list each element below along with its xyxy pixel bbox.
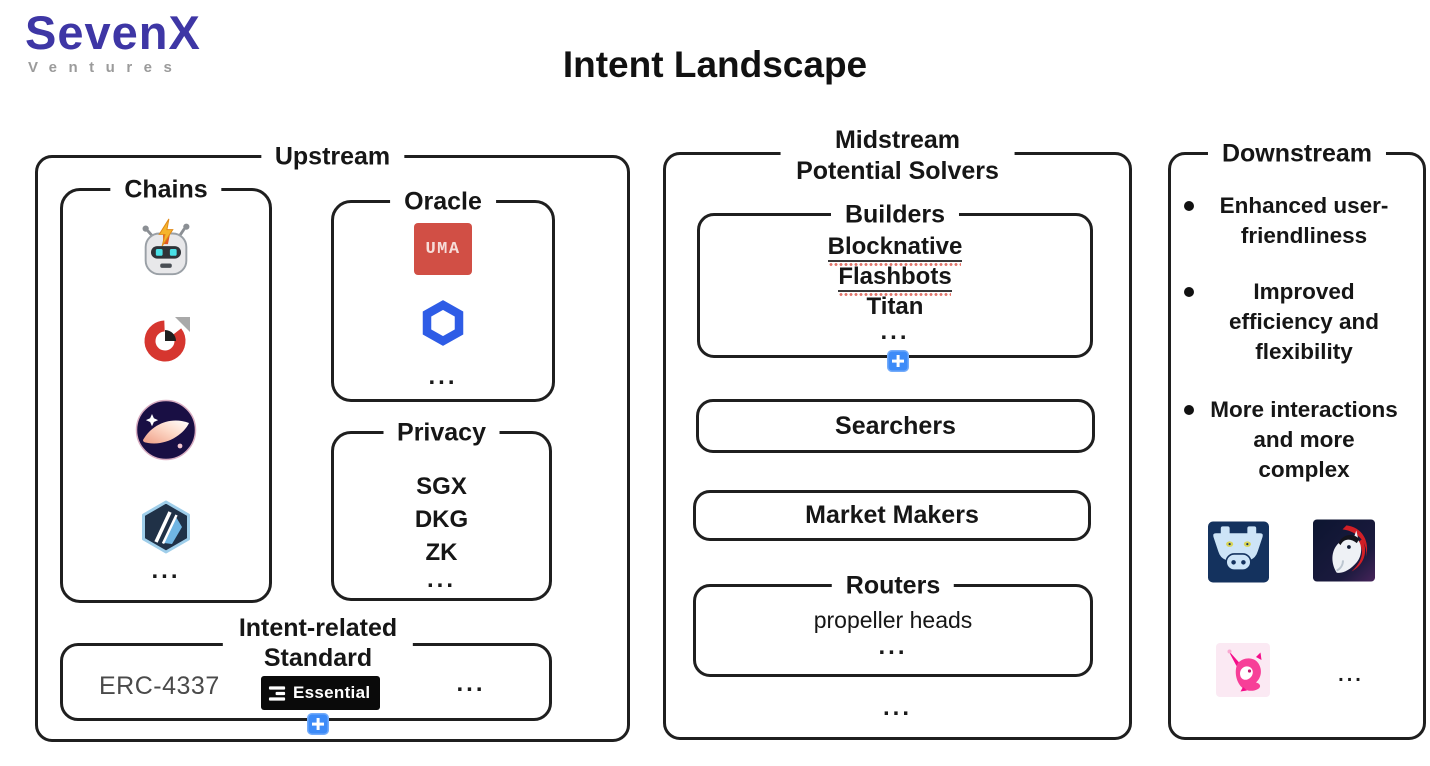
chains-icon-list: ... [63, 217, 269, 584]
bullet-line: efficiency and [1228, 309, 1380, 334]
builders-group: Builders Blocknative Flashbots Titan ... [697, 199, 1093, 372]
routers-item-propeller-heads: propeller heads [813, 607, 973, 633]
downstream-section: Downstream Enhanced user- friendliness I… [1168, 138, 1426, 740]
market-makers-label: Market Makers [805, 501, 979, 529]
uniswap-logo [1216, 643, 1270, 697]
essential-logo-text: Essential [293, 683, 371, 702]
chains-label: Chains [110, 174, 222, 205]
ellipsis: ... [882, 694, 912, 721]
uma-logo-text: UMA [425, 239, 461, 259]
bullet-line: flexibility [1255, 339, 1353, 364]
midstream-label: Midstream Potential Solvers [780, 125, 1015, 187]
standard-label-line2: Standard [263, 644, 373, 672]
searchers-label: Searchers [835, 411, 956, 440]
privacy-item-list: SGX DKG ZK ... [334, 470, 549, 593]
sevenx-logo: SevenX Ventures [25, 6, 201, 77]
builders-item-list: Blocknative Flashbots Titan ... [700, 232, 1090, 345]
bullet-line: friendliness [1240, 223, 1368, 248]
donut-chart-icon [138, 310, 194, 366]
ellipsis: ... [151, 557, 181, 584]
market-makers-box: Market Makers [693, 490, 1091, 541]
ellipsis: ... [880, 318, 910, 345]
chainlink-logo [420, 300, 466, 346]
essential-logo: Essential [261, 676, 381, 710]
uma-logo: UMA [414, 223, 472, 275]
ellipsis: ... [426, 566, 456, 593]
downstream-bullet: Enhanced user- friendliness [1184, 191, 1414, 251]
bullet-line: complex [1258, 457, 1350, 482]
bullet-text: More interactions and more complex [1194, 395, 1414, 485]
oracle-icon-list: UMA ... [334, 223, 552, 390]
ellipsis: ... [456, 670, 486, 697]
midstream-section: Midstream Potential Solvers Builders Blo… [663, 125, 1132, 740]
bullet-line: Improved [1253, 279, 1355, 304]
privacy-group: Privacy SGX DKG ZK ... [331, 417, 552, 601]
downstream-bullet: More interactions and more complex [1184, 395, 1414, 485]
bullet-dot-icon [1184, 405, 1194, 415]
robot-icon [135, 217, 197, 279]
midstream-label-line2: Potential Solvers [796, 157, 999, 185]
bullet-text: Improved efficiency and flexibility [1194, 277, 1414, 367]
bullet-line: and more [1253, 427, 1355, 452]
bullet-text: Enhanced user- friendliness [1194, 191, 1414, 251]
builders-item-blocknative-link[interactable]: Blocknative [827, 233, 963, 262]
logo-wordmark: SevenX [25, 6, 201, 59]
ellipsis: ... [1338, 664, 1364, 686]
routers-item-list: propeller heads ... [696, 606, 1090, 660]
standard-group: ERC-4337 Essential ... [60, 643, 552, 735]
page-title: Intent Landscape [562, 44, 868, 85]
arbitrum-icon [138, 499, 194, 555]
builders-item-titan: Titan [866, 293, 924, 320]
logo-subtitle: Ventures [28, 59, 184, 76]
bullet-line: More interactions [1210, 397, 1398, 422]
routers-group: Routers propeller heads ... [693, 570, 1093, 677]
essential-bars-icon [268, 684, 287, 703]
upstream-label: Upstream [260, 141, 405, 172]
erc-4337-item: ERC-4337 [99, 672, 220, 700]
bullet-dot-icon [1184, 201, 1194, 211]
comet-icon [135, 399, 197, 461]
ellipsis: ... [428, 363, 458, 390]
builders-item-flashbots-link[interactable]: Flashbots [838, 263, 952, 292]
add-plus-button[interactable] [887, 350, 909, 372]
cowswap-logo [1208, 521, 1269, 583]
bullet-line: Enhanced user- [1219, 193, 1389, 218]
privacy-item: SGX [416, 473, 467, 500]
standard-label: Intent-related Standard [222, 613, 414, 673]
privacy-item: DKG [414, 506, 469, 533]
oracle-label: Oracle [390, 186, 496, 217]
privacy-item: ZK [425, 539, 458, 566]
bullet-dot-icon [1184, 287, 1194, 297]
oracle-group: Oracle UMA ... [331, 186, 555, 402]
searchers-box: Searchers [696, 399, 1095, 453]
builders-label: Builders [830, 199, 960, 230]
add-plus-button[interactable] [307, 713, 329, 735]
privacy-label: Privacy [383, 417, 500, 448]
upstream-section: Upstream Chains [35, 141, 630, 742]
ellipsis: ... [878, 633, 908, 660]
downstream-label: Downstream [1207, 138, 1387, 169]
midstream-label-line1: Midstream [834, 126, 961, 154]
oneinch-logo [1313, 519, 1375, 582]
routers-label: Routers [831, 570, 955, 601]
standard-label-line1: Intent-related [238, 614, 398, 642]
chains-group: Chains [60, 174, 272, 603]
downstream-bullet: Improved efficiency and flexibility [1184, 277, 1414, 367]
